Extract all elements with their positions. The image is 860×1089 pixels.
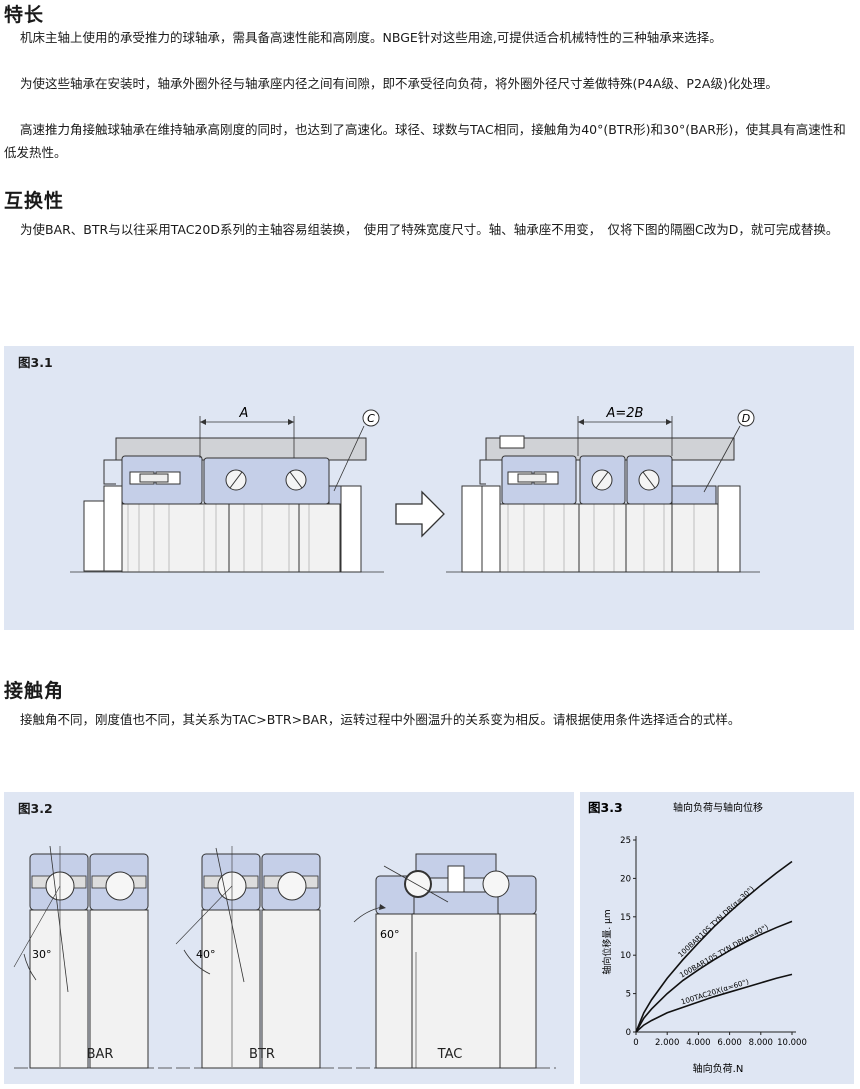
chart-series-line <box>635 973 793 1033</box>
assembly-before: A C <box>70 406 384 573</box>
chart-title: 轴向负荷与轴向位移 <box>673 801 763 814</box>
chart-y-tick-label: 10 <box>620 951 631 961</box>
chart-x-tick-label: 2.000 <box>655 1038 679 1048</box>
bar-angle-label: 30° <box>32 948 52 961</box>
features-paragraph-1: 机床主轴上使用的承受推力的球轴承，需具备高速性能和高刚度。NBGE针对这些用途,… <box>20 30 722 45</box>
tac-type-label: TAC <box>437 1047 463 1062</box>
chart-x-tick-label: 4.000 <box>686 1038 710 1048</box>
chart-series-line <box>635 860 793 1033</box>
interchange-paragraph: 为使BAR、BTR与以往采用TAC20D系列的主轴容易组装换， 使用了特殊宽度尺… <box>20 222 839 237</box>
chart-y-tick-label: 20 <box>620 874 631 884</box>
btr-type-label: BTR <box>249 1047 275 1062</box>
bar-bearing-section: 30° <box>13 845 149 1069</box>
btr-bearing-section: 40° <box>175 846 321 1069</box>
chart-x-tick-label: 10.000 <box>777 1038 807 1048</box>
figure-3-3-panel: 图3.3 轴向负荷与轴向位移 轴向负荷.N 轴向位移量. μm 0 2.000 4.… <box>580 792 854 1084</box>
chart-y-axis-label: 轴向位移量. μm <box>601 909 613 974</box>
spacer-d-label: D <box>742 412 750 425</box>
assembly-after: A=2B D <box>446 406 760 573</box>
chart-y-tick-label: 15 <box>620 913 631 923</box>
features-paragraph-2: 为使这些轴承在安装时，轴承外圈外径与轴承座内径之间有间隙，即不承受径向负荷，将外… <box>20 76 778 91</box>
chart-y-tick-label: 25 <box>620 836 631 846</box>
dimension-a2b-label: A=2B <box>606 406 644 421</box>
figure-3-2-caption: 图3.2 <box>18 801 53 816</box>
figure-3-1-drawing: A C <box>70 406 760 573</box>
chart-caption: 图3.3 <box>588 800 623 815</box>
tac-bearing-section: 60° <box>353 853 537 1069</box>
contact-angle-heading: 接触角 <box>4 680 65 702</box>
chart-series-line <box>635 920 793 1033</box>
features-heading: 特长 <box>4 4 45 26</box>
btr-angle-label: 40° <box>196 948 216 961</box>
chart-x-tick-label: 6.000 <box>717 1038 741 1048</box>
contact-angle-paragraph: 接触角不同，刚度值也不同，其关系为TAC>BTR>BAR，运转过程中外圈温升的关… <box>20 712 741 727</box>
tac-angle-label: 60° <box>380 928 400 941</box>
chart-x-axis-label: 轴向负荷.N <box>693 1062 744 1075</box>
axial-load-displacement-chart: 图3.3 轴向负荷与轴向位移 轴向负荷.N 轴向位移量. μm 0 2.000 4.… <box>588 800 807 1075</box>
chart-y-tick-label: 5 <box>626 990 631 1000</box>
chart-x-tick-label: 0 <box>633 1038 638 1048</box>
figure-3-1-panel: 图3.1 <box>4 346 854 630</box>
figure-3-2-panel: 图3.2 30° <box>4 792 574 1084</box>
chart-series-label: 100TAC20X(α=60°) <box>680 977 750 1007</box>
figure-3-2-drawing: 30° 40° <box>13 845 556 1069</box>
chart-y-tick-label: 0 <box>626 1028 631 1038</box>
figure-3-1-caption: 图3.1 <box>18 355 53 370</box>
interchange-heading: 互换性 <box>4 190 65 212</box>
bar-type-label: BAR <box>87 1047 114 1062</box>
spacer-c-label: C <box>367 412 375 425</box>
replacement-arrow-icon <box>395 490 445 538</box>
chart-x-tick-label: 8.000 <box>749 1038 773 1048</box>
dimension-a-label: A <box>239 406 249 421</box>
features-paragraph-3: 高速推力角接触球轴承在维持轴承高刚度的同时，也达到了高速化。球径、球数与TAC相… <box>4 122 846 160</box>
chart-series-label: 100BAR10S TYN DB(α=30°) <box>676 884 756 959</box>
